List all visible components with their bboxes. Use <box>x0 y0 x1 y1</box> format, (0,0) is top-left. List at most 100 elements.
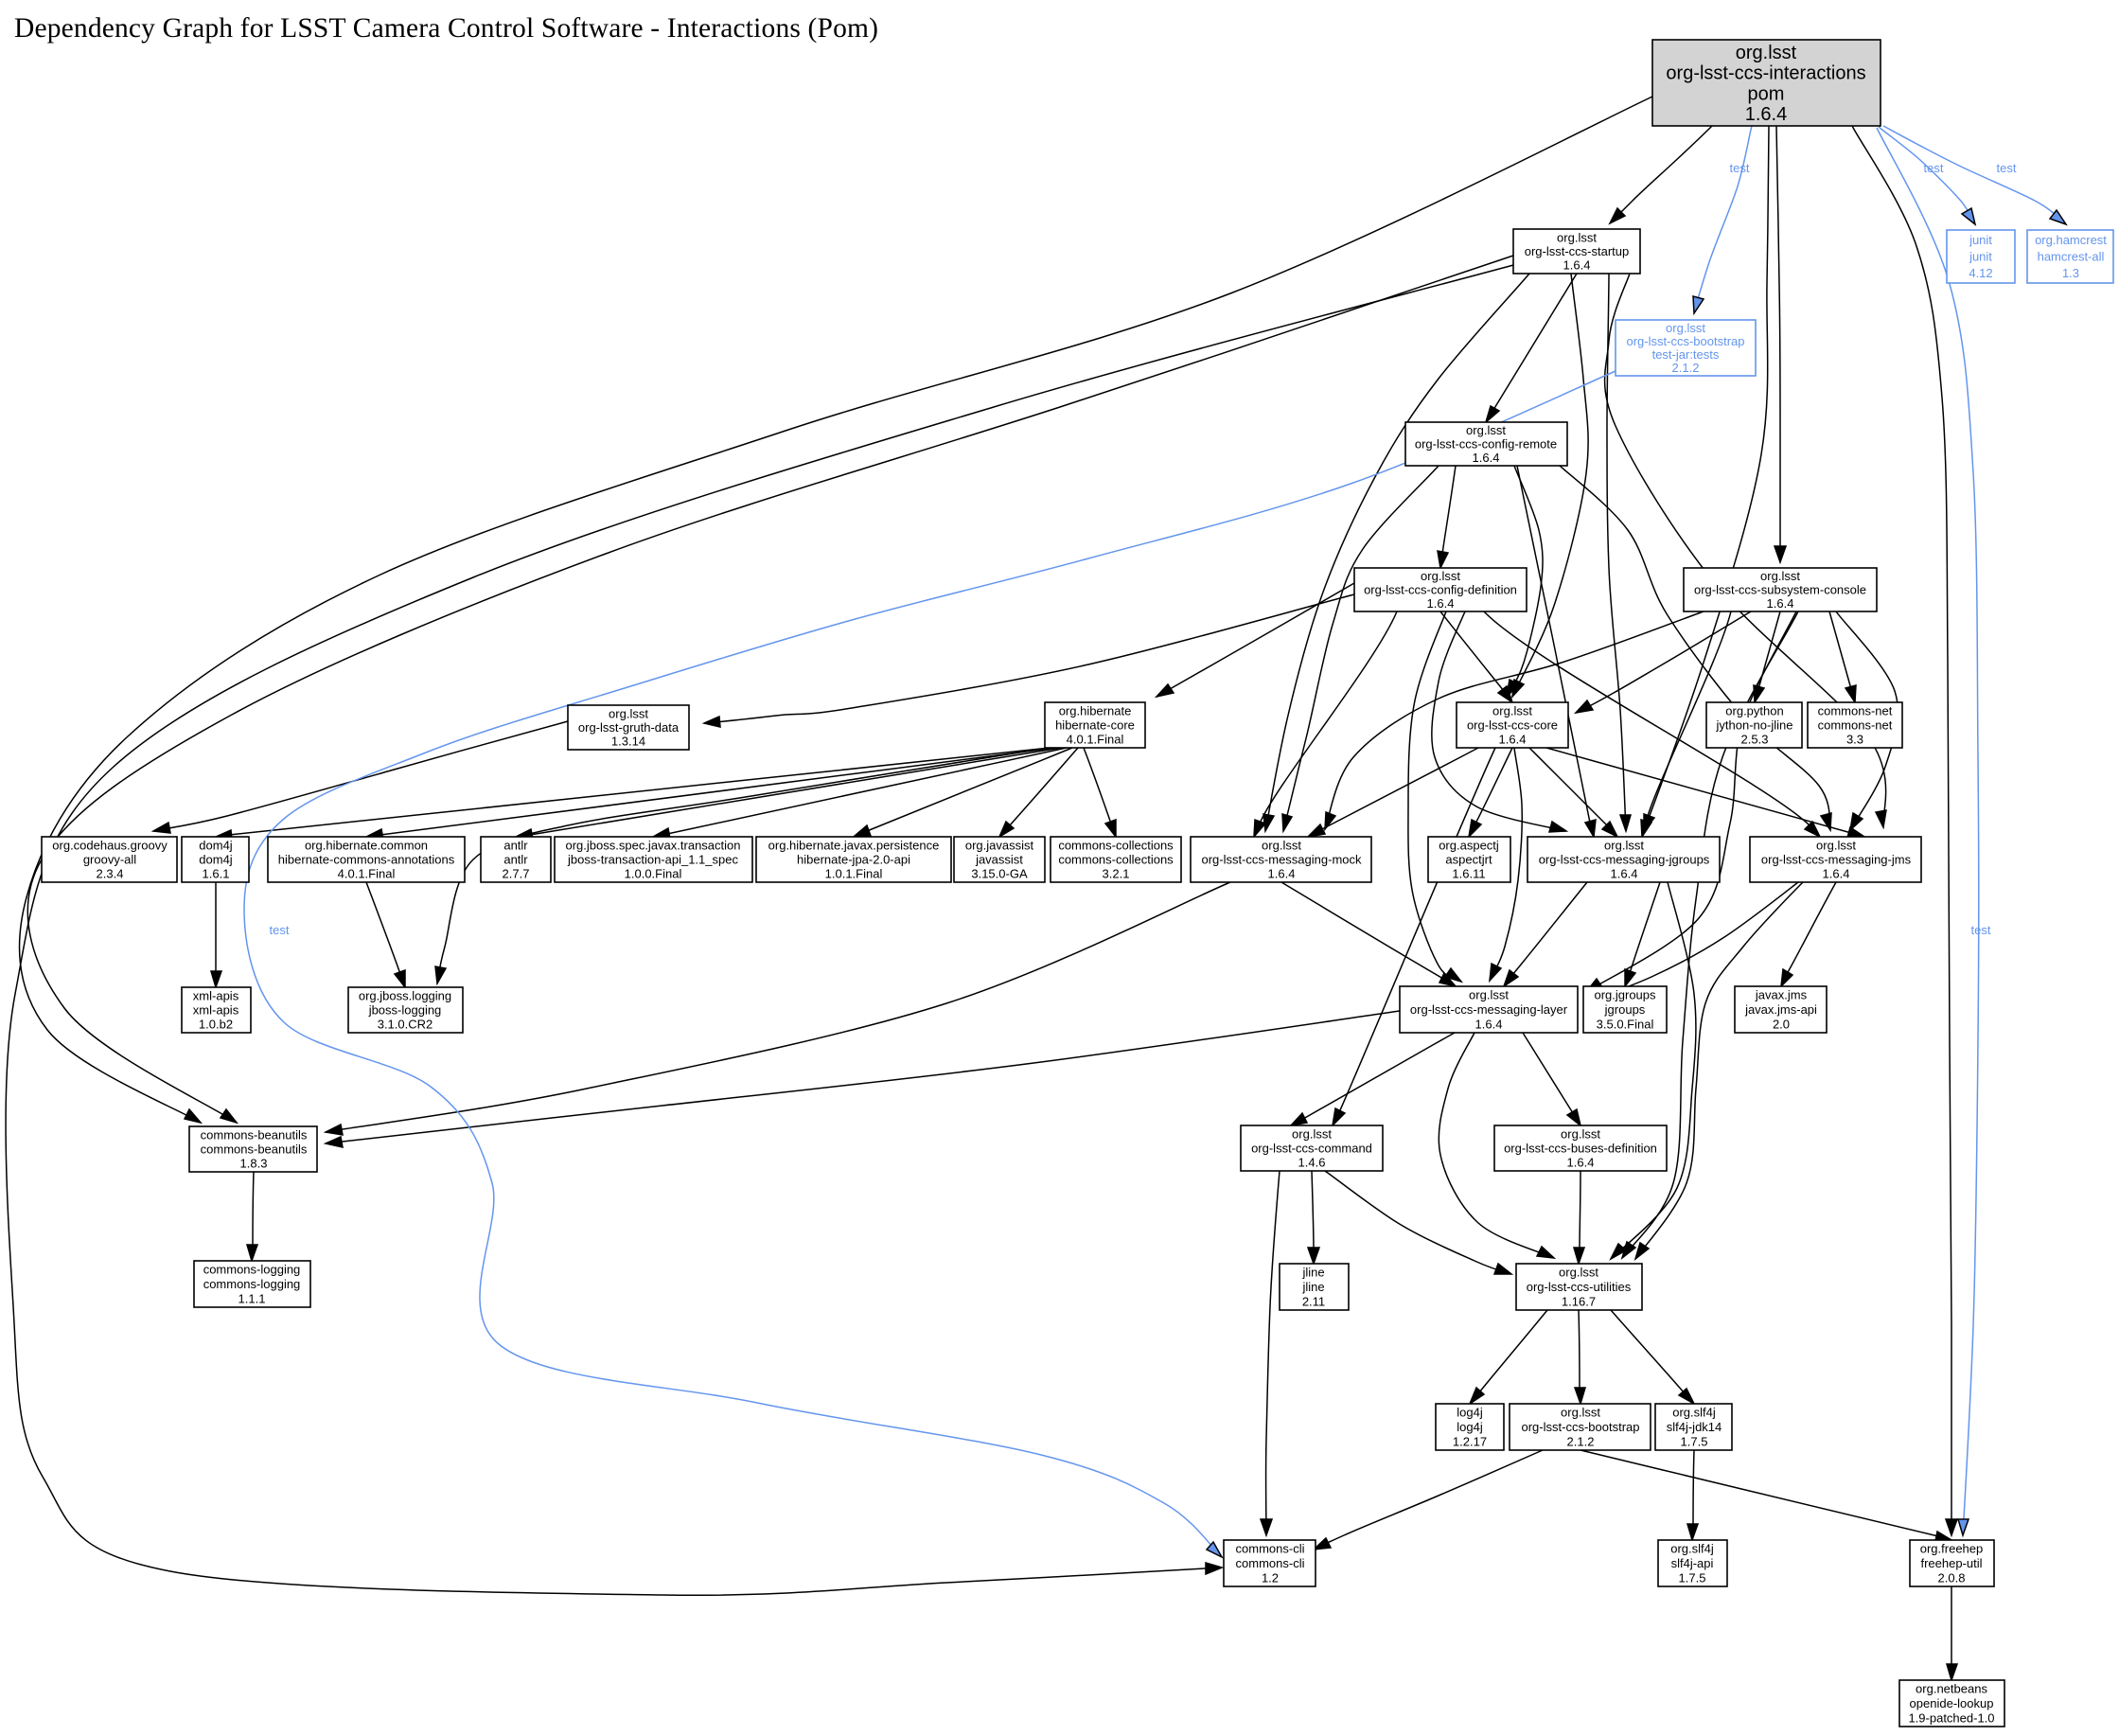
svg-text:antlr: antlr <box>503 839 528 853</box>
svg-text:1.6.4: 1.6.4 <box>1268 867 1296 881</box>
svg-text:4.0.1.Final: 4.0.1.Final <box>338 867 396 881</box>
svg-text:org-lsst-ccs-command: org-lsst-ccs-command <box>1251 1142 1372 1156</box>
svg-text:3.15.0-GA: 3.15.0-GA <box>971 867 1028 881</box>
svg-text:2.3.4: 2.3.4 <box>97 867 124 881</box>
svg-text:org-lsst-ccs-subsystem-console: org-lsst-ccs-subsystem-console <box>1694 583 1866 597</box>
svg-text:test: test <box>1924 161 1944 175</box>
svg-text:javax.jms-api: javax.jms-api <box>1744 1002 1817 1017</box>
svg-text:commons-logging: commons-logging <box>203 1277 301 1291</box>
svg-text:org-lsst-ccs-interactions: org-lsst-ccs-interactions <box>1666 63 1865 84</box>
svg-text:1.6.4: 1.6.4 <box>1473 451 1500 465</box>
svg-text:1.6.4: 1.6.4 <box>1567 1156 1595 1170</box>
svg-text:pom: pom <box>1748 83 1785 104</box>
svg-text:1.0.0.Final: 1.0.0.Final <box>625 867 682 881</box>
svg-text:jboss-transaction-api_1.1_spec: jboss-transaction-api_1.1_spec <box>567 853 738 867</box>
svg-text:org-lsst-ccs-messaging-jgroups: org-lsst-ccs-messaging-jgroups <box>1539 853 1710 867</box>
svg-text:commons-net: commons-net <box>1818 704 1893 718</box>
svg-text:commons-beanutils: commons-beanutils <box>201 1143 308 1157</box>
svg-text:slf4j-api: slf4j-api <box>1671 1556 1714 1570</box>
svg-text:commons-net: commons-net <box>1818 718 1893 733</box>
svg-text:commons-collections: commons-collections <box>1058 853 1174 867</box>
svg-text:1.3: 1.3 <box>2062 266 2079 280</box>
svg-text:org.lsst: org.lsst <box>1666 321 1705 335</box>
svg-text:org-lsst-gruth-data: org-lsst-gruth-data <box>578 720 680 735</box>
svg-text:org.jboss.spec.javax.transacti: org.jboss.spec.javax.transaction <box>566 839 741 853</box>
svg-text:1.8.3: 1.8.3 <box>240 1157 268 1171</box>
svg-text:1.4.6: 1.4.6 <box>1298 1156 1326 1170</box>
svg-text:commons-cli: commons-cli <box>1236 1542 1305 1556</box>
svg-text:hibernate-jpa-2.0-api: hibernate-jpa-2.0-api <box>797 853 910 867</box>
svg-text:1.9-patched-1.0: 1.9-patched-1.0 <box>1908 1710 1994 1725</box>
svg-text:4.12: 4.12 <box>1969 266 1992 280</box>
svg-text:junit: junit <box>1969 250 1992 264</box>
svg-text:test: test <box>1971 923 1991 937</box>
svg-text:hibernate-commons-annotations: hibernate-commons-annotations <box>278 853 455 867</box>
svg-text:1.0.b2: 1.0.b2 <box>199 1018 233 1032</box>
svg-text:2.0.8: 2.0.8 <box>1938 1570 1966 1585</box>
svg-text:org-lsst-ccs-config-definition: org-lsst-ccs-config-definition <box>1364 583 1517 597</box>
svg-text:jboss-logging: jboss-logging <box>368 1003 442 1018</box>
svg-text:org-lsst-ccs-messaging-layer: org-lsst-ccs-messaging-layer <box>1410 1002 1568 1017</box>
svg-text:1.7.5: 1.7.5 <box>1679 1570 1706 1585</box>
svg-text:org-lsst-ccs-messaging-mock: org-lsst-ccs-messaging-mock <box>1201 853 1362 867</box>
svg-text:org-lsst-ccs-config-remote: org-lsst-ccs-config-remote <box>1415 437 1557 452</box>
svg-text:3.1.0.CR2: 3.1.0.CR2 <box>378 1018 433 1032</box>
svg-text:jgroups: jgroups <box>1604 1002 1646 1017</box>
svg-text:jline: jline <box>1301 1266 1324 1280</box>
svg-text:dom4j: dom4j <box>199 839 233 853</box>
svg-text:org.hibernate: org.hibernate <box>1059 704 1132 718</box>
svg-text:org-lsst-ccs-buses-definition: org-lsst-ccs-buses-definition <box>1504 1142 1657 1156</box>
svg-text:org.lsst: org.lsst <box>1561 1127 1600 1142</box>
svg-text:1.1.1: 1.1.1 <box>238 1291 266 1305</box>
svg-text:1.6.11: 1.6.11 <box>1452 867 1485 881</box>
svg-text:test: test <box>1730 161 1750 175</box>
svg-text:1.2.17: 1.2.17 <box>1453 1434 1487 1448</box>
svg-text:1.6.4: 1.6.4 <box>1611 867 1638 881</box>
svg-text:javassist: javassist <box>975 853 1023 867</box>
svg-text:1.6.4: 1.6.4 <box>1499 733 1527 747</box>
svg-text:2.0: 2.0 <box>1773 1017 1790 1031</box>
svg-text:org.codehaus.groovy: org.codehaus.groovy <box>52 839 168 853</box>
svg-text:2.1.2: 2.1.2 <box>1567 1434 1595 1448</box>
svg-text:org.slf4j: org.slf4j <box>1672 1406 1716 1420</box>
svg-text:jline: jline <box>1301 1280 1324 1294</box>
svg-text:1.0.1.Final: 1.0.1.Final <box>825 867 883 881</box>
svg-text:groovy-all: groovy-all <box>83 853 136 867</box>
svg-text:junit: junit <box>1969 233 1992 247</box>
svg-text:org-lsst-ccs-messaging-jms: org-lsst-ccs-messaging-jms <box>1761 853 1912 867</box>
svg-text:org.slf4j: org.slf4j <box>1670 1542 1714 1556</box>
svg-text:org.freehep: org.freehep <box>1920 1542 1984 1556</box>
svg-text:org.lsst: org.lsst <box>1816 839 1856 853</box>
svg-text:org.jgroups: org.jgroups <box>1594 988 1656 1002</box>
svg-text:commons-beanutils: commons-beanutils <box>201 1128 308 1143</box>
svg-text:org.hamcrest: org.hamcrest <box>2035 233 2107 247</box>
svg-text:org.lsst: org.lsst <box>1557 230 1597 244</box>
svg-text:commons-logging: commons-logging <box>203 1263 301 1277</box>
svg-text:antlr: antlr <box>503 853 528 867</box>
svg-text:hibernate-core: hibernate-core <box>1055 718 1135 733</box>
svg-text:org.lsst: org.lsst <box>1262 839 1301 853</box>
svg-text:test: test <box>1997 161 2017 175</box>
svg-text:org.lsst: org.lsst <box>1760 569 1800 583</box>
svg-text:commons-collections: commons-collections <box>1058 839 1174 853</box>
svg-text:org.lsst: org.lsst <box>1421 569 1460 583</box>
svg-text:hamcrest-all: hamcrest-all <box>2038 250 2105 264</box>
svg-text:org-lsst-ccs-startup: org-lsst-ccs-startup <box>1525 244 1630 258</box>
svg-text:1.6.4: 1.6.4 <box>1767 596 1794 611</box>
svg-text:org-lsst-ccs-core: org-lsst-ccs-core <box>1467 718 1558 733</box>
svg-text:org-lsst-ccs-bootstrap: org-lsst-ccs-bootstrap <box>1627 334 1745 348</box>
svg-text:org.javassist: org.javassist <box>965 839 1034 853</box>
svg-text:org.lsst: org.lsst <box>1559 1266 1598 1280</box>
svg-text:org.jboss.logging: org.jboss.logging <box>359 989 451 1003</box>
svg-text:org.lsst: org.lsst <box>1492 704 1532 718</box>
svg-text:org.lsst: org.lsst <box>1561 1406 1600 1420</box>
svg-text:xml-apis: xml-apis <box>193 989 239 1003</box>
svg-text:1.6.4: 1.6.4 <box>1745 104 1787 125</box>
svg-text:3.3: 3.3 <box>1846 733 1863 747</box>
svg-text:freehep-util: freehep-util <box>1920 1556 1982 1570</box>
svg-text:org.lsst: org.lsst <box>1469 988 1509 1002</box>
svg-text:org.hibernate.common: org.hibernate.common <box>305 839 428 853</box>
svg-text:javax.jms: javax.jms <box>1755 988 1808 1002</box>
svg-text:1.6.4: 1.6.4 <box>1427 596 1455 611</box>
svg-text:org.lsst: org.lsst <box>1736 43 1797 63</box>
